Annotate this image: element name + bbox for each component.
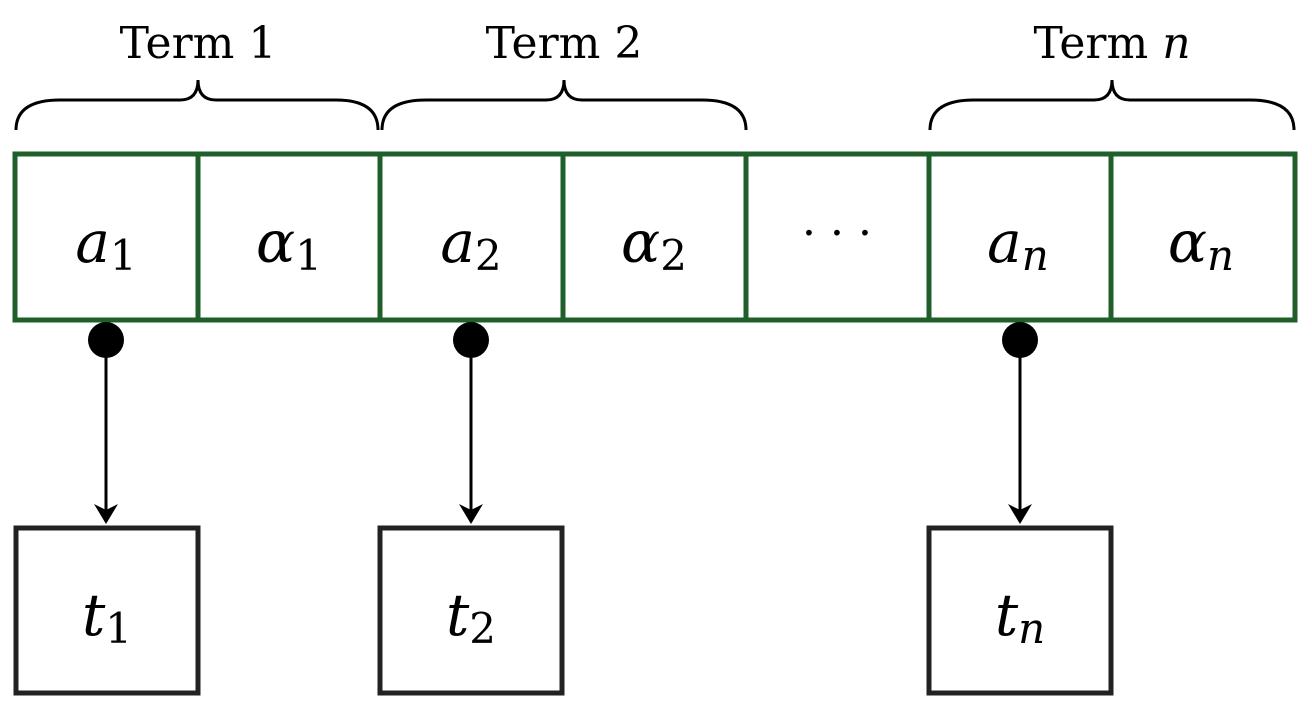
target-label: tn bbox=[995, 581, 1045, 653]
target-label: t2 bbox=[446, 581, 496, 653]
svg-text:Term 1: Term 1 bbox=[120, 18, 277, 69]
brace-term-1 bbox=[14, 79, 380, 131]
pointer-2 bbox=[453, 322, 489, 524]
term-label-index: 1 bbox=[248, 18, 276, 69]
pointer-n bbox=[1002, 322, 1038, 524]
term-label-prefix: Term bbox=[120, 18, 235, 69]
array-row: a1 α1 a2 α2 · · · an αn bbox=[12, 151, 1298, 323]
term-label-1: Term 1 bbox=[120, 18, 277, 69]
term-label-prefix: Term bbox=[1033, 18, 1148, 69]
cell-ellipsis: · · · bbox=[802, 208, 872, 259]
target-box-n: tn bbox=[926, 525, 1114, 696]
cell-a1: a1 bbox=[75, 208, 136, 280]
target-box-1: t1 bbox=[13, 525, 201, 696]
cell-alpha2: α2 bbox=[621, 208, 687, 280]
target-box-2: t2 bbox=[377, 525, 565, 696]
term-label-index: 2 bbox=[614, 18, 642, 69]
term-label-prefix: Term bbox=[486, 18, 601, 69]
brace-term-n bbox=[928, 79, 1296, 131]
cell-a2: a2 bbox=[440, 208, 501, 280]
cell-an: an bbox=[987, 208, 1049, 280]
term-label-n: Term n bbox=[1033, 18, 1190, 69]
cell-alpha1: α1 bbox=[256, 208, 322, 280]
svg-text:Term n: Term n bbox=[1033, 18, 1190, 69]
svg-text:Term 2: Term 2 bbox=[486, 18, 643, 69]
target-label: t1 bbox=[82, 581, 132, 653]
pointer-1 bbox=[88, 322, 124, 524]
term-label-2: Term 2 bbox=[486, 18, 643, 69]
term-label-index: n bbox=[1162, 18, 1190, 69]
cell-alphan: αn bbox=[1168, 208, 1234, 280]
brace-term-2 bbox=[380, 79, 748, 131]
array-outline bbox=[12, 151, 1298, 323]
